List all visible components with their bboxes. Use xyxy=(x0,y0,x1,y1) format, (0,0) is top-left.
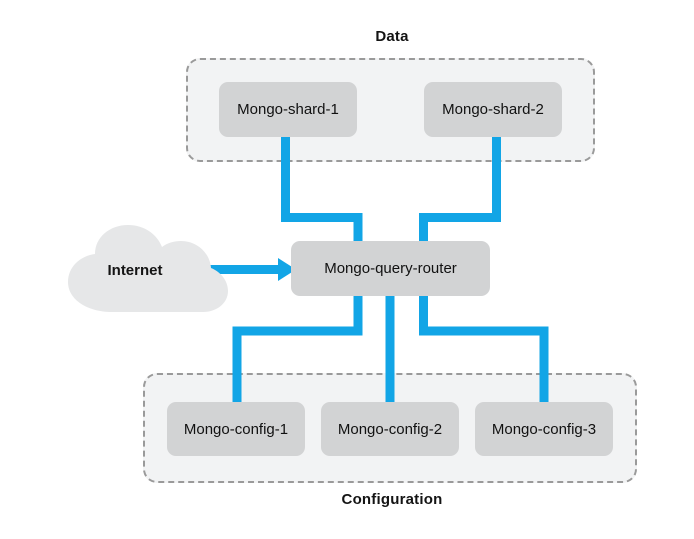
node-mongo-shard-2[interactable]: Mongo-shard-2 xyxy=(424,82,562,137)
group-label-data: Data xyxy=(375,28,409,45)
node-mongo-config-2[interactable]: Mongo-config-2 xyxy=(321,402,459,456)
cloud-internet xyxy=(60,220,230,316)
cloud-icon xyxy=(68,225,228,312)
group-label-configuration: Configuration xyxy=(341,491,443,508)
node-mongo-shard-1[interactable]: Mongo-shard-1 xyxy=(219,82,357,137)
node-mongo-query-router[interactable]: Mongo-query-router xyxy=(291,241,490,296)
node-mongo-config-1[interactable]: Mongo-config-1 xyxy=(167,402,305,456)
cloud-label-internet: Internet xyxy=(107,262,163,279)
node-mongo-config-3[interactable]: Mongo-config-3 xyxy=(475,402,613,456)
